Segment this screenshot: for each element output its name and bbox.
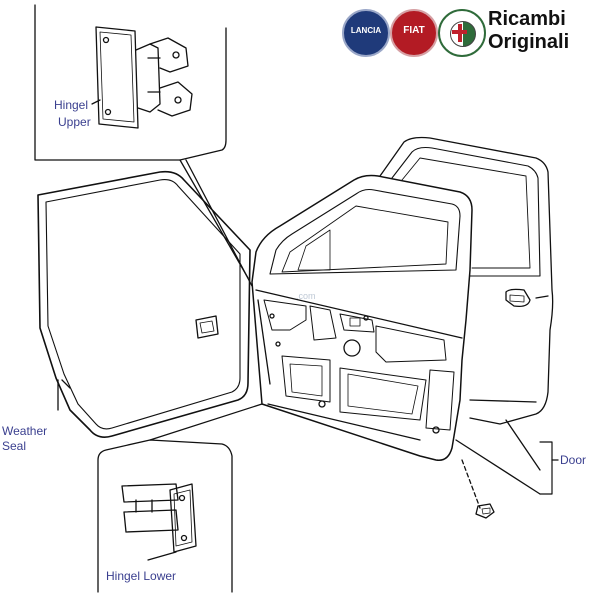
alfa-romeo-logo <box>438 9 486 57</box>
upper-hinge-leader <box>179 159 249 279</box>
lower-hinge-leader <box>149 403 263 441</box>
lancia-logo: LANCIA <box>342 9 390 57</box>
label-hinge-upper-line1: Hingel <box>54 98 89 112</box>
watermark: .com <box>296 291 316 301</box>
upper-hinge-drawing <box>91 26 193 129</box>
label-weather-seal-line2: Seal <box>2 439 27 453</box>
brand-title: Ricambi Originali <box>488 8 569 54</box>
brand-line2: Originali <box>488 31 570 53</box>
door-screw <box>461 459 495 519</box>
rear-door-drawing <box>379 136 554 425</box>
front-door-drawing <box>251 174 473 461</box>
weather-seal-drawing <box>37 170 251 438</box>
label-hinge-upper-line2: Upper <box>58 115 91 129</box>
upper-hinge-callout <box>34 4 227 161</box>
label-hinge-lower: Hingel Lower <box>106 569 177 583</box>
lower-hinge-drawing <box>121 483 197 561</box>
door-callout <box>455 419 559 495</box>
label-door: Door <box>560 453 587 467</box>
fiat-logo: FIAT <box>390 9 438 57</box>
brand-line1: Ricambi <box>488 8 566 30</box>
label-weather-seal-line1: Weather <box>2 424 48 438</box>
